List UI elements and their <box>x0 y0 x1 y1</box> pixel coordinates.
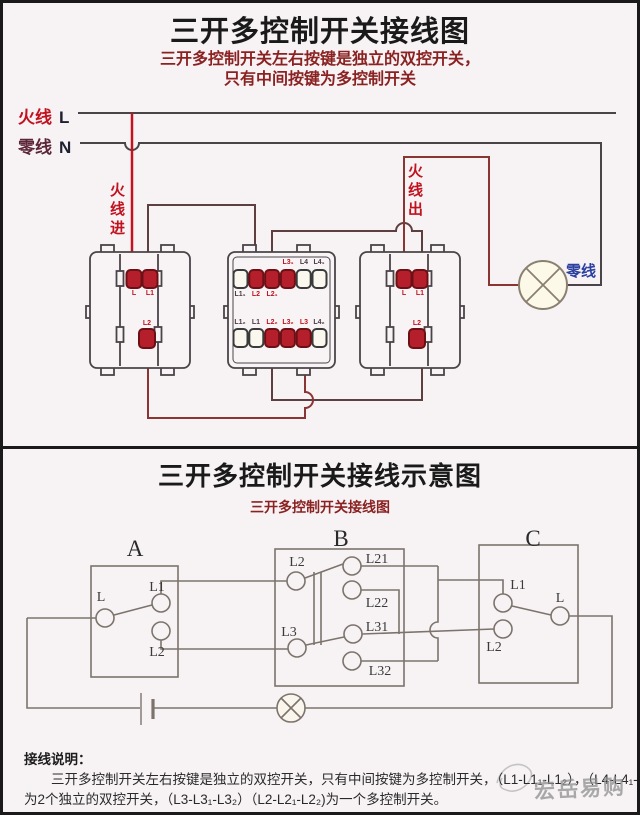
right-terminal-l2-label: L2 <box>412 320 422 327</box>
switch-a-label: A <box>126 536 144 561</box>
mid-terminal-l12-label: L1₂ <box>234 319 246 326</box>
left-terminal-l1-label: L1 <box>145 290 155 297</box>
neutral-bus-label: 零线 N <box>18 133 71 158</box>
sw-b-l2-label: L2 <box>289 555 305 570</box>
notes-line-2: 为2个独立的双控开关，（L3-L3₁-L3₂）（L2-L2₁-L2₂)为一个多控… <box>24 792 448 807</box>
switch-b-lever-top <box>304 563 344 579</box>
left-terminal-l2-label: L2 <box>142 320 152 327</box>
neutral-label-zh: 零线 <box>18 138 52 157</box>
sw-a-l-label: L <box>96 590 106 605</box>
panel-divider <box>0 446 640 449</box>
top-panel-subtitle-2: 只有中间按键为多控制开关 <box>223 71 416 88</box>
wire-left-l1-to-mid-l2 <box>147 204 256 272</box>
mid-terminal-l21-label: L2₁ <box>266 291 278 298</box>
notes-heading: 接线说明： <box>24 752 92 767</box>
switch-a-box <box>90 565 179 678</box>
sw-b-l32-label: L32 <box>368 664 392 679</box>
left-terminal-l-label: L <box>131 290 137 297</box>
switch-b-box <box>274 548 405 687</box>
top-panel-title: 三开多控制开关接线图 <box>169 16 470 48</box>
mid-terminal-l3-label: L3 <box>299 319 309 326</box>
lamp-symbol-top <box>518 260 568 310</box>
bottom-panel-subtitle: 三开多控制开关接线图 <box>250 499 390 515</box>
top-panel-subtitle-1: 三开多控制开关左右按键是独立的双控开关， <box>159 51 480 68</box>
mid-terminal-l22-label: L2₂ <box>266 319 278 326</box>
switch-c-label: C <box>525 526 541 551</box>
mid-terminal-l2-label: L2 <box>251 291 261 298</box>
right-terminal-l-label: L <box>401 290 407 297</box>
switch-c-box <box>478 544 579 684</box>
mid-terminal-l31-label: L3₁ <box>282 259 294 266</box>
bottom-panel-title: 三开多控制开关接线示意图 <box>157 461 482 491</box>
switch-b-lever-bottom <box>305 636 345 646</box>
mid-terminal-l32-label: L3₂ <box>282 319 294 326</box>
sw-c-l2-label: L2 <box>486 640 502 655</box>
right-switch-terminals <box>395 269 429 349</box>
sw-b-l3-label: L3 <box>281 625 297 640</box>
lamp-symbol-bottom <box>276 693 306 723</box>
neutral-label-letter: N <box>59 138 72 157</box>
bottom-schematic-diagram <box>26 544 613 792</box>
live-label-letter: L <box>59 108 70 127</box>
battery-symbol <box>140 693 155 725</box>
mid-terminal-l42-label: L4₂ <box>313 319 325 326</box>
live-label-zh: 火线 <box>18 108 52 127</box>
sw-b-l21-label: L21 <box>365 552 389 567</box>
left-switch-body <box>85 244 195 376</box>
live-in-label: 火线进 <box>109 182 125 237</box>
wire-mid-l22b-to-right-l2 <box>271 348 423 401</box>
right-terminal-l1-label: L1 <box>415 290 425 297</box>
switch-c-lever <box>511 605 552 616</box>
neutral-bus-line <box>80 142 602 286</box>
switch-b-label: B <box>333 526 349 551</box>
middle-switch-unused-terminals <box>232 269 328 348</box>
left-switch-terminals <box>125 269 159 349</box>
bus-lines <box>78 112 616 286</box>
wire-left-l2-to-mid-l3 <box>147 348 314 419</box>
lamp-neutral-label: 零线 <box>566 263 597 280</box>
mid-terminal-l11-label: L1₁ <box>234 291 246 298</box>
live-bus-label: 火线 L <box>18 103 69 128</box>
mid-terminal-l4-label: L4 <box>299 259 309 266</box>
watermark-text: 宏岳易购 <box>533 775 627 804</box>
sw-a-l1-label: L1 <box>149 580 165 595</box>
top-wiring-diagram <box>78 112 616 419</box>
mid-terminal-l41-label: L4₁ <box>313 259 325 266</box>
watermark-scribble <box>496 763 533 792</box>
switch-b-coupling-bars <box>313 572 322 645</box>
middle-switch-active-terminals <box>248 269 312 348</box>
contact-circles <box>95 556 570 671</box>
live-out-label: 火线出 <box>407 163 423 218</box>
sw-c-l-label: L <box>555 591 565 606</box>
schematic-wires <box>26 565 613 709</box>
sw-a-l2-label: L2 <box>149 645 165 660</box>
switch-a-lever <box>113 604 153 616</box>
sw-c-l1-label: L1 <box>510 578 526 593</box>
mid-terminal-l1-label: L1 <box>251 319 261 326</box>
notes-line-1: 三开多控制开关左右按键是独立的双控开关，只有中间按键为多控制开关，（L1-L1₁… <box>24 772 640 787</box>
right-switch-body <box>355 244 465 376</box>
live-out-wire <box>403 156 519 286</box>
sw-b-l22-label: L22 <box>365 596 389 611</box>
sw-b-l31-label: L31 <box>365 620 389 635</box>
